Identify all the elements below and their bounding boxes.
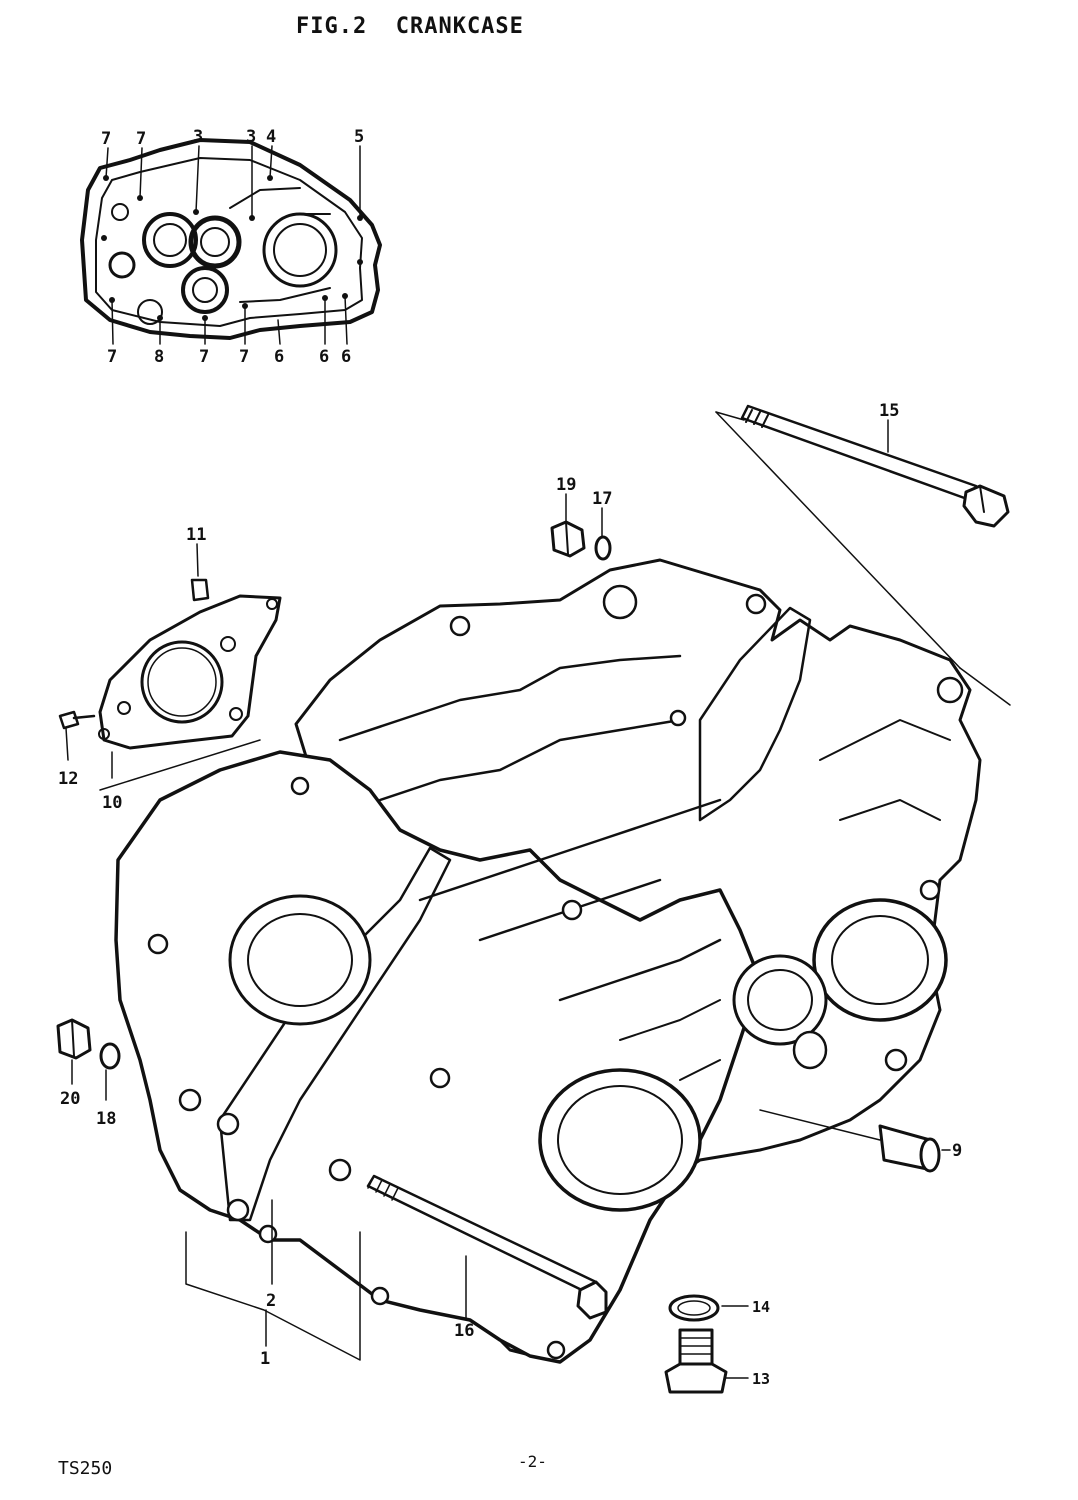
inset-crankcase-half: 7 7 3 3 4 5 7 8 7 7 6 6 6 [80,127,382,367]
inset-label-bottom: 7 [107,347,117,367]
nut-and-washer-left: 20 18 [56,1018,121,1129]
inset-label-bottom: 6 [341,347,351,367]
callout-1: 1 [260,1349,270,1369]
page-number: -2- [518,1452,547,1471]
callout-17: 17 [592,489,612,509]
crankcase-stud-bolt: 16 [366,1174,608,1341]
inset-label-bottom: 8 [154,347,164,367]
inset-label-bottom: 6 [319,347,329,367]
callout-14: 14 [752,1298,770,1316]
inset-label-bottom: 7 [199,347,209,367]
model-code: TS250 [58,1458,113,1479]
inset-label-top: 5 [354,127,364,147]
callout-18: 18 [96,1109,116,1129]
inset-label-top: 3 [246,127,256,147]
callout-10: 10 [102,793,122,813]
inset-label-bottom: 7 [239,347,249,367]
callout-11: 11 [186,525,206,545]
drain-plug-assembly: 14 13 [664,1294,770,1394]
callout-13: 13 [752,1370,770,1388]
crankcase-assembly [114,558,982,1364]
inset-label-top: 7 [101,129,111,149]
nut-and-washer-top: 19 17 [550,475,612,561]
callout-2: 2 [266,1291,276,1311]
crankcase-bolt-long: 15 [715,401,1011,706]
callout-15: 15 [879,401,899,421]
cylinder-gasket: 10 11 12 [58,525,282,813]
callout-16: 16 [454,1321,474,1341]
dowel-pin: 9 [759,1109,962,1173]
callout-20: 20 [60,1089,80,1109]
inset-label-top: 4 [266,127,276,147]
callout-12: 12 [58,769,78,789]
figure-title: FIG.2 CRANKCASE [296,14,524,39]
callout-9: 9 [952,1141,962,1161]
inset-label-top: 7 [136,129,146,149]
inset-label-bottom: 6 [274,347,284,367]
callout-19: 19 [556,475,576,495]
inset-label-top: 3 [193,127,203,147]
assembly-bracket: 2 1 [185,1199,361,1369]
